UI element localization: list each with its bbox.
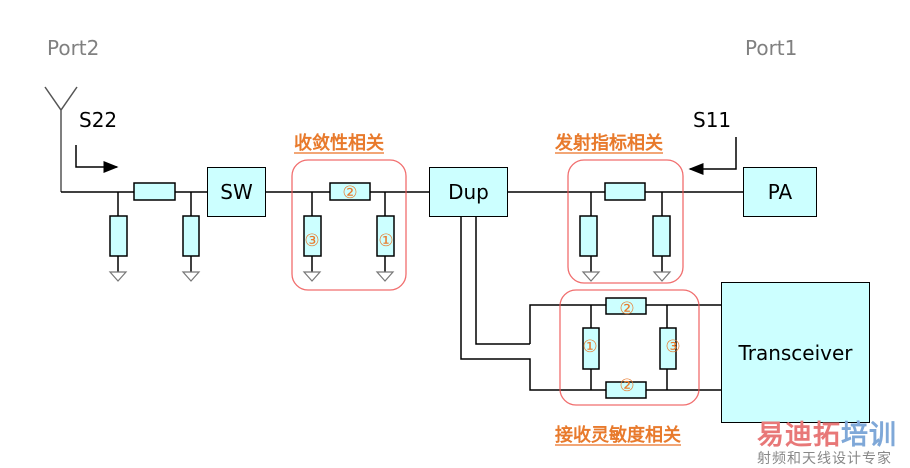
series-element-2: [329, 182, 371, 201]
convergence-group-box: [291, 159, 407, 291]
watermark-logo: 易迪拓培训: [757, 413, 897, 452]
antenna-icon: [44, 86, 78, 192]
rx-sensitivity-group-label: 接收灵敏度相关: [555, 425, 681, 446]
shunt-element: [182, 215, 200, 257]
shunt-element: [652, 215, 671, 257]
shunt-element-1: [376, 215, 395, 257]
shunt-element: [109, 215, 128, 257]
shunt-element-3: [303, 215, 322, 257]
ground-icon: [181, 271, 201, 282]
component-mark-2: ②: [342, 183, 358, 203]
s11-label: S11: [693, 108, 732, 132]
series-element: [604, 182, 646, 201]
port2-label: Port2: [47, 36, 100, 60]
component-mark-1: ①: [378, 231, 394, 251]
component-mark-2: ②: [619, 376, 635, 396]
component-mark-1: ①: [582, 337, 598, 357]
ground-icon: [302, 271, 322, 282]
ground-icon: [581, 271, 601, 282]
series-element-2: [605, 297, 647, 315]
watermark-brand-blue: 培训: [841, 420, 897, 451]
sw-block: SW: [207, 167, 266, 217]
shunt-element-3: [659, 327, 677, 370]
ground-icon: [652, 271, 672, 282]
series-element-2: [605, 381, 647, 399]
port1-label: Port1: [745, 36, 798, 60]
ground-icon: [108, 271, 128, 282]
shunt-element: [579, 215, 598, 257]
watermark-brand-red: 易迪拓: [757, 420, 841, 451]
tx-metrics-group-label: 发射指标相关: [555, 133, 663, 154]
s22-label: S22: [79, 108, 118, 132]
component-mark-2: ②: [619, 299, 635, 319]
series-element: [133, 182, 176, 201]
ground-icon: [375, 271, 395, 282]
tx-group-box: [567, 159, 684, 284]
component-mark-3: ③: [304, 231, 320, 251]
dup-block: Dup: [429, 167, 508, 217]
transceiver-block: Transceiver: [721, 282, 870, 423]
component-mark-3: ③: [665, 337, 681, 357]
convergence-group-label: 收敛性相关: [294, 133, 384, 154]
rx-group-box: [559, 289, 700, 406]
shunt-element-1: [582, 327, 600, 370]
watermark-tagline: 射频和天线设计专家: [757, 451, 892, 467]
pa-block: PA: [743, 167, 817, 217]
